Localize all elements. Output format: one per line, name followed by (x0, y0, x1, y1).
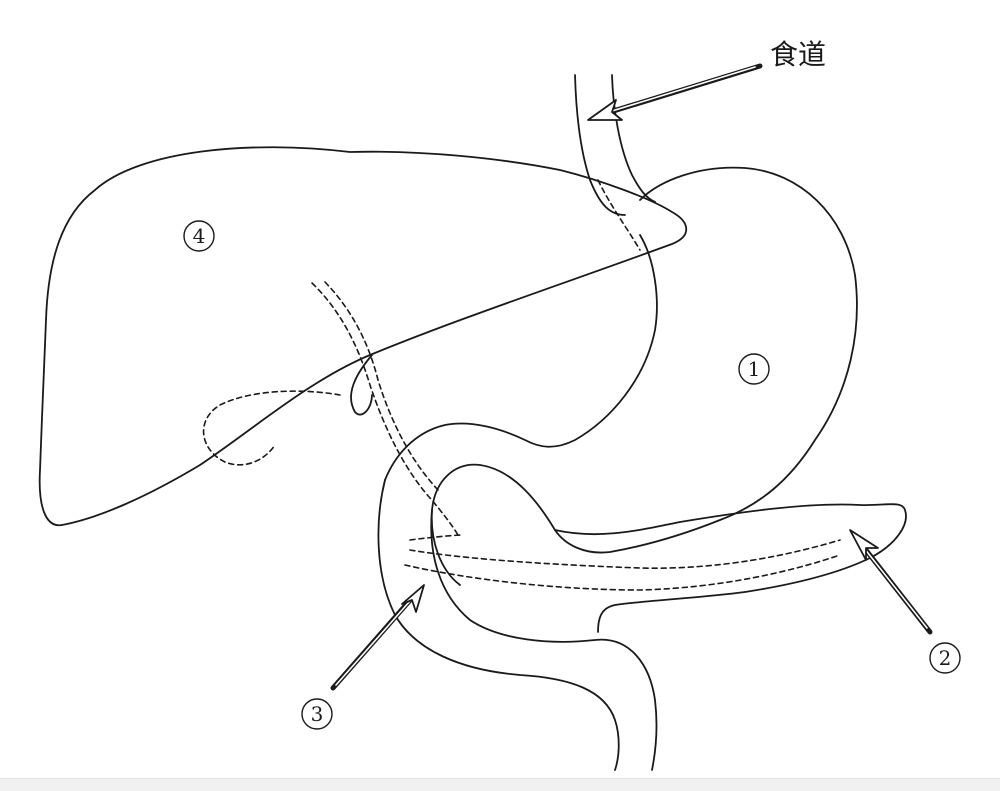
bottom-border (0, 778, 1000, 791)
bile-duct-left (311, 282, 459, 536)
duodenum-marker: 3 (301, 698, 333, 730)
stomach-outline (430, 166, 858, 586)
esophagus-right-wall (611, 74, 656, 203)
duodenum-arrow (330, 584, 425, 691)
bile-duct-right (324, 281, 439, 491)
duodenum-outer (377, 479, 620, 771)
esophagus-label: 食道 (770, 38, 826, 71)
duodenum-inner (430, 509, 658, 771)
stomach-lesser-curve (384, 234, 658, 481)
liver-lobe-notch (350, 354, 373, 416)
pancreatic-duct-lower (404, 554, 841, 591)
pancreatic-duct-upper (409, 539, 841, 569)
gallbladder-outline (202, 390, 341, 466)
pancreas-arrow (849, 529, 933, 635)
stomach-marker: 1 (738, 353, 770, 385)
liver-number: 4 (193, 224, 206, 248)
liver-marker: 4 (183, 220, 215, 252)
pancreas-marker: 2 (929, 642, 961, 674)
liver-outline (38, 146, 688, 526)
duct-junction (409, 534, 461, 541)
esophagus-arrow (587, 63, 763, 121)
pancreas-number: 2 (939, 646, 952, 670)
esophagus-inner-dashed (597, 179, 641, 251)
duodenum-number: 3 (311, 702, 324, 726)
stomach-number: 1 (748, 357, 761, 381)
pancreas-outline (554, 503, 907, 633)
esophagus-left-wall (574, 74, 626, 216)
